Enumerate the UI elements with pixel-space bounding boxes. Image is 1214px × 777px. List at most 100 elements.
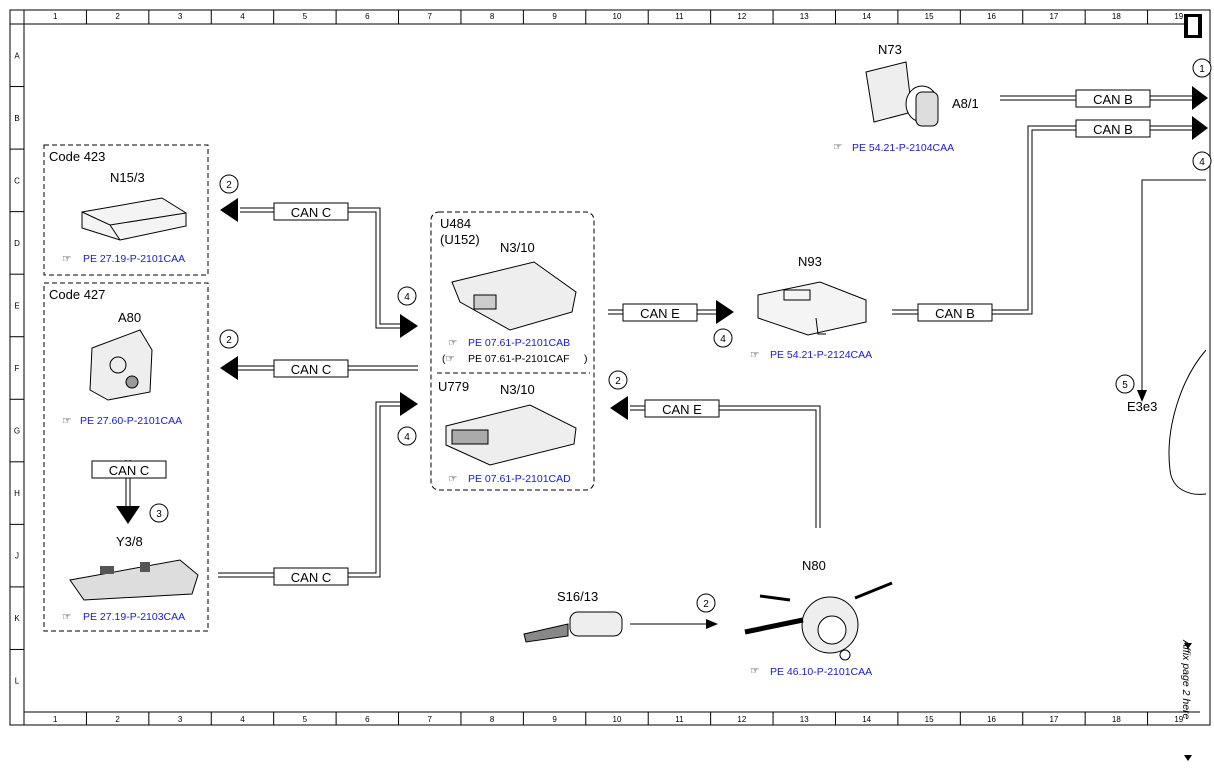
grid-column-label: 2 — [115, 12, 120, 21]
ref-paren-close: ) — [584, 353, 588, 365]
affix-note-text: Affix page 2 here — [1180, 639, 1192, 720]
n3-10-upper-label: N3/10 — [500, 240, 535, 255]
grid-row-label: L — [15, 677, 20, 686]
ref-hand-icon: ☞ — [833, 141, 842, 153]
drawing-frame: 1122334455667788991010111112121313141415… — [9, 9, 1211, 726]
grid-column-label: 4 — [240, 715, 245, 724]
grid-row-label: H — [14, 489, 20, 498]
grid-row-label: J — [15, 552, 19, 561]
grid-column-label: 9 — [552, 715, 557, 724]
n73-ignition-switch-icon — [865, 61, 939, 127]
svg-text:4: 4 — [404, 292, 410, 303]
grid-column-label: 15 — [925, 12, 934, 21]
bus-label-can-c-4: CAN C — [91, 460, 167, 479]
grid-column-label: 14 — [862, 12, 871, 21]
marker-2: 2 — [696, 593, 716, 613]
group-label-u779: U779 — [438, 379, 469, 394]
a80-label: A80 — [118, 310, 141, 325]
svg-text:2: 2 — [226, 335, 232, 346]
group-code-427 — [43, 282, 209, 632]
svg-text:CAN B: CAN B — [935, 306, 975, 321]
grid-column-label: 15 — [925, 715, 934, 724]
n15-3-module-icon — [81, 197, 187, 241]
n80-label: N80 — [802, 558, 826, 573]
n73-ref-link[interactable]: PE 54.21-P-2104CAA — [852, 142, 954, 154]
bus-label-can-b-1: CAN B — [917, 303, 993, 322]
n15-3-ref-link[interactable]: PE 27.19-P-2101CAA — [83, 253, 185, 265]
svg-text:CAN C: CAN C — [291, 362, 331, 377]
grid-column-label: 18 — [1112, 12, 1121, 21]
group-transmission — [430, 211, 595, 491]
ref-hand-icon: ☞ — [448, 473, 457, 485]
grid-column-label: 3 — [178, 715, 183, 724]
s16-13-selector-lever-icon — [523, 611, 623, 643]
grid-row-label: K — [14, 614, 20, 623]
grid-column-label: 5 — [303, 715, 308, 724]
a8-1-label: A8/1 — [952, 96, 979, 111]
svg-text:2: 2 — [703, 599, 709, 610]
grid-row-label: C — [14, 176, 20, 185]
affix-note: Affix page 2 here — [1180, 639, 1192, 761]
bus-label-can-b-2: CAN B — [1075, 89, 1151, 108]
marker-2: 2 — [219, 329, 239, 349]
n3-10-tcu-icon — [445, 404, 577, 466]
grid-column-label: 12 — [737, 12, 746, 21]
grid-column-label: 7 — [428, 715, 433, 724]
grid-column-label: 7 — [428, 12, 433, 21]
group-label-code-423: Code 423 — [49, 149, 105, 164]
marker-2: 2 — [219, 174, 239, 194]
svg-text:CAN E: CAN E — [640, 306, 680, 321]
n3-10-lower-label: N3/10 — [500, 382, 535, 397]
n93-ref-link[interactable]: PE 54.21-P-2124CAA — [770, 349, 872, 361]
marker-4: 4 — [1192, 151, 1212, 171]
a80-actuator-icon — [89, 329, 153, 401]
ref-hand-icon: ☞ — [62, 415, 71, 427]
marker-3: 3 — [149, 503, 169, 523]
svg-text:2: 2 — [615, 376, 621, 387]
svg-text:CAN C: CAN C — [291, 570, 331, 585]
grid-column-label: 10 — [613, 12, 622, 21]
n73-label: N73 — [878, 42, 902, 57]
a80-ref-link[interactable]: PE 27.60-P-2101CAA — [80, 415, 182, 427]
grid-column-label: 1 — [53, 12, 58, 21]
group-code-423 — [43, 144, 209, 276]
n3-10-ref-link-caf[interactable]: PE 07.61-P-2101CAF — [468, 353, 570, 365]
bus-label-can-e-1: CAN E — [622, 303, 698, 322]
grid-column-label: 19 — [1174, 12, 1183, 21]
n80-steering-column-module-icon — [744, 581, 893, 661]
n3-10-ref-link-cad[interactable]: PE 07.61-P-2101CAD — [468, 473, 571, 485]
grid-row-label: D — [14, 239, 20, 248]
instrument-panel-outline — [1168, 349, 1207, 495]
grid-row-label: G — [14, 427, 20, 436]
ref-hand-icon: ☞ — [62, 611, 71, 623]
grid-column-label: 18 — [1112, 715, 1121, 724]
marker-2: 2 — [608, 370, 628, 390]
bus-label-can-e-2: CAN E — [644, 399, 720, 418]
ref-hand-icon: ☞ — [448, 337, 457, 349]
grid-row-label: F — [15, 364, 20, 373]
grid-column-label: 11 — [675, 715, 684, 724]
y3-8-valve-body-icon — [69, 559, 199, 601]
grid-column-label: 11 — [675, 12, 684, 21]
svg-text:1: 1 — [1199, 64, 1205, 75]
group-label-u484: U484 — [440, 216, 471, 231]
s16-13-label: S16/13 — [557, 589, 598, 604]
n80-ref-link[interactable]: PE 46.10-P-2101CAA — [770, 666, 872, 678]
svg-text:CAN C: CAN C — [109, 463, 149, 478]
grid-column-label: 14 — [862, 715, 871, 724]
svg-text:CAN B: CAN B — [1093, 92, 1133, 107]
svg-text:5: 5 — [1122, 380, 1128, 391]
svg-text:2: 2 — [226, 180, 232, 191]
grid-column-label: 13 — [800, 12, 809, 21]
marker-4: 4 — [713, 328, 733, 348]
y3-8-ref-link[interactable]: PE 27.19-P-2103CAA — [83, 611, 185, 623]
grid-column-label: 5 — [303, 12, 308, 21]
n3-10-ref-link-cab[interactable]: PE 07.61-P-2101CAB — [468, 337, 570, 349]
grid-column-label: 8 — [490, 12, 495, 21]
grid-row-label: E — [14, 301, 19, 310]
svg-text:4: 4 — [404, 432, 410, 443]
ref-hand-icon: ☞ — [750, 349, 759, 361]
marker-1: 1 — [1192, 58, 1212, 78]
n15-3-label: N15/3 — [110, 170, 145, 185]
grid-column-label: 2 — [115, 715, 120, 724]
